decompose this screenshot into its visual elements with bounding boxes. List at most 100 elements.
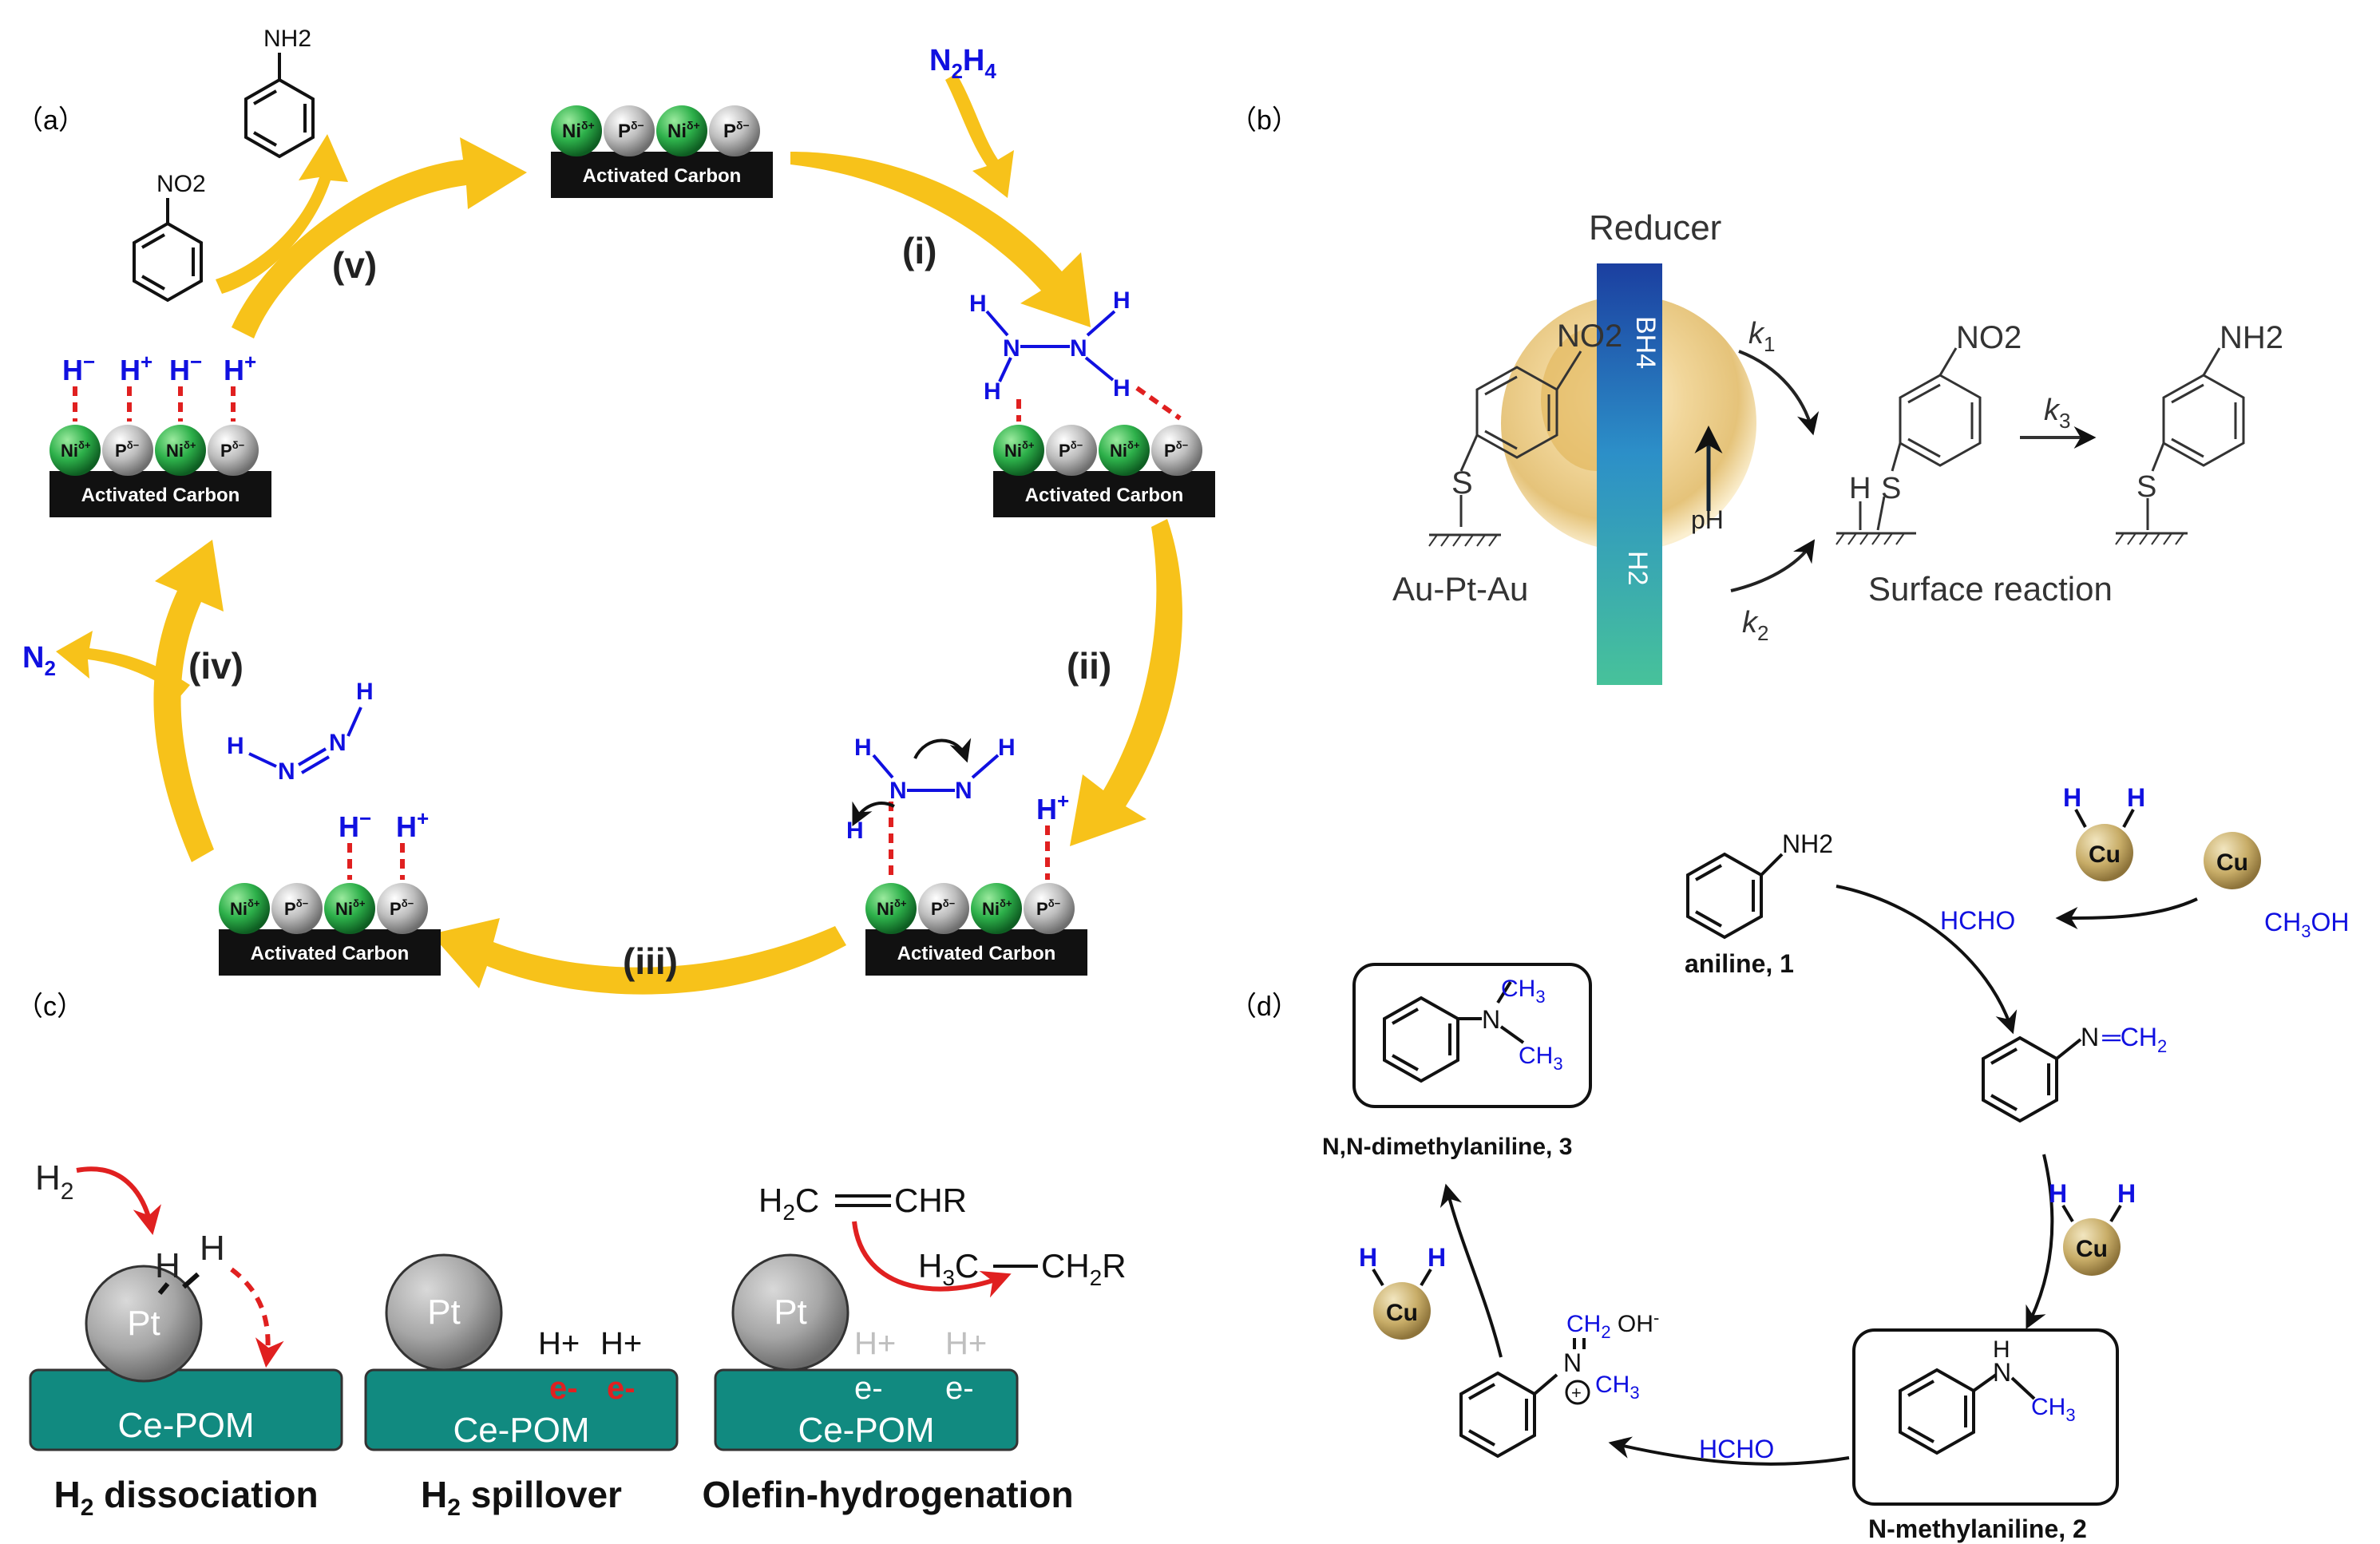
svg-text:H: H [984, 378, 1001, 405]
svg-text:H+: H+ [120, 350, 152, 386]
svg-text:H: H [2117, 1179, 2136, 1208]
methanol-oxidation-arrow [2055, 897, 2198, 929]
panel-b-surface-reaction: Reducer BH4 H2 pH NO2 S Au-Pt-Au k1 k2 [1392, 208, 2283, 685]
svg-text:N: N [278, 758, 295, 785]
pt-particle-2 [385, 1253, 503, 1372]
hydrazine-adsorbed: N N H H H H [969, 287, 1131, 405]
cu-hydride-right [2063, 1218, 2121, 1276]
svg-text:N: N [889, 778, 907, 804]
svg-text:H−: H− [62, 350, 95, 386]
catalyst-surface-right: Activated Carbon Niδ+ Pδ− Niδ+ Pδ− [993, 425, 1215, 517]
adsorbed-h-bottom-left: H− H+ [339, 806, 429, 843]
n-n-dimethylaniline-3 [1383, 980, 1525, 1083]
k2-label: k2 [1742, 606, 1768, 645]
s-label-right: S [2136, 470, 2156, 504]
svg-text:N: N [1563, 1348, 1582, 1377]
n-methylaniline-box [1852, 1328, 2119, 1506]
svg-text:H: H [1113, 375, 1131, 402]
svg-text:H: H [1428, 1243, 1446, 1272]
svg-text:CH3: CH3 [1519, 1043, 1563, 1074]
svg-text:CH3: CH3 [1501, 976, 1546, 1007]
k2-arrow [1730, 539, 1816, 592]
nitrothiophenol-adsorbed [1428, 350, 1582, 547]
cycle-arrow-v [232, 137, 527, 338]
svg-text:Niδ+: Niδ+ [1110, 439, 1140, 461]
adsorbed-h-left: H− H+ H− H+ [62, 350, 256, 386]
cycle-arrow-n2h4 [945, 73, 1014, 198]
h-plus-label-4: H+ [945, 1326, 987, 1361]
h-label-surface: H [1849, 472, 1871, 505]
svg-text:H: H [1113, 287, 1131, 314]
catalyst-surface-bottom-left: Activated Carbon Niδ+ Pδ− Niδ+ Pδ− [219, 883, 441, 976]
bh4-label: BH4 [1630, 316, 1661, 369]
h-plus-label-2: H+ [600, 1326, 642, 1361]
reducer-gradient-bar [1597, 263, 1662, 685]
cycle-arrow-n2 [56, 631, 190, 696]
cycle-step-labels: (i) (ii) (iii) (iv) (v) [188, 230, 1111, 982]
ph-label: pH [1691, 505, 1724, 534]
svg-text:N: N [1993, 1358, 2011, 1387]
svg-text:CH2R: CH2R [1041, 1247, 1127, 1290]
svg-text:N: N [1003, 335, 1020, 362]
svg-text:+: + [1571, 1383, 1582, 1403]
no2-label-middle: NO2 [1956, 320, 2022, 355]
cycle-arrow-nitro [216, 134, 348, 294]
cycle-arrow-ii [1070, 519, 1182, 846]
svg-text:CHR: CHR [894, 1182, 967, 1219]
ce-pom-label-2: Ce-POM [453, 1411, 589, 1450]
electron-label-1: e- [549, 1371, 578, 1406]
hydrazine-reagent-label: N2H4 [929, 44, 996, 83]
methyl-group: CH3 [2031, 1394, 2076, 1425]
s-label-left: S [1451, 465, 1473, 501]
cycle-arrow-iii [431, 918, 846, 995]
svg-text:Cu: Cu [2076, 1236, 2108, 1262]
svg-text:H+: H+ [224, 350, 256, 386]
panel-d-n-methylation: NH2 aniline, 1 Cu H H Cu CH3OH HCHO N═CH… [1322, 783, 2349, 1543]
olefin-hydrogenation-arrow [852, 1221, 1012, 1298]
activated-carbon-label: Activated Carbon [81, 485, 240, 506]
step-label-ii: (ii) [1067, 645, 1111, 687]
h2-adsorption-arrow [76, 1166, 161, 1236]
svg-text:H: H [2127, 783, 2145, 812]
s-label-middle: S [1881, 472, 1901, 505]
adsorbed-h-plus-bottom-right: H+ [1036, 789, 1069, 825]
ni-symbol: Niδ+ [667, 119, 700, 142]
svg-text:NO2: NO2 [156, 171, 206, 197]
cycle-arrow-iv [153, 540, 224, 862]
svg-text:Niδ+: Niδ+ [335, 897, 366, 919]
imine-group: N═CH2 [2081, 1023, 2167, 1056]
svg-text:H: H [1993, 1336, 2010, 1363]
cu-hydride-left [1373, 1282, 1431, 1340]
pt-particle-1 [85, 1265, 203, 1383]
svg-text:N: N [1070, 335, 1087, 362]
p-atom [604, 105, 655, 156]
hcho-label-top: HCHO [1940, 906, 2015, 935]
p-atom [709, 105, 760, 156]
red-dashed-bonds [73, 386, 1182, 880]
activated-carbon-label: Activated Carbon [251, 943, 410, 964]
ce-pom-support-1 [29, 1368, 343, 1451]
svg-text:N: N [329, 730, 347, 756]
panel-label-b: （b） [1230, 105, 1299, 136]
panel-label-c: （c） [16, 992, 84, 1022]
svg-text:H: H [2049, 1179, 2067, 1208]
h-plus-label-1: H+ [538, 1326, 580, 1361]
catalyst-surface-bottom-right: Activated Carbon Niδ+ Pδ− Niδ+ Pδ− [865, 883, 1087, 976]
hcho-addition-arrow [1608, 1436, 1850, 1466]
svg-text:Niδ+: Niδ+ [877, 897, 907, 919]
pt-label-3: Pt [774, 1293, 807, 1332]
h2-reagent-label: H2 [35, 1158, 73, 1205]
electron-label-4: e- [945, 1371, 974, 1406]
n-methylene-aniline [1982, 1035, 2082, 1123]
h2-label: H2 [1622, 551, 1653, 585]
panel-c-hydrogen-spillover: Ce-POM Pt H2 H H H2 dissociation Ce-POM … [29, 1158, 1127, 1521]
nitrobenzene-reactant: NO2 [133, 171, 206, 303]
pt-label-2: Pt [427, 1293, 461, 1332]
svg-text:Niδ+: Niδ+ [61, 439, 91, 461]
svg-text:N: N [955, 778, 972, 804]
svg-text:Pδ−: Pδ− [1036, 897, 1061, 919]
svg-text:Pδ−: Pδ− [390, 897, 414, 919]
panel-label-a: （a） [16, 105, 85, 136]
svg-text:Niδ+: Niδ+ [982, 897, 1012, 919]
ce-pom-support-2 [364, 1368, 679, 1451]
